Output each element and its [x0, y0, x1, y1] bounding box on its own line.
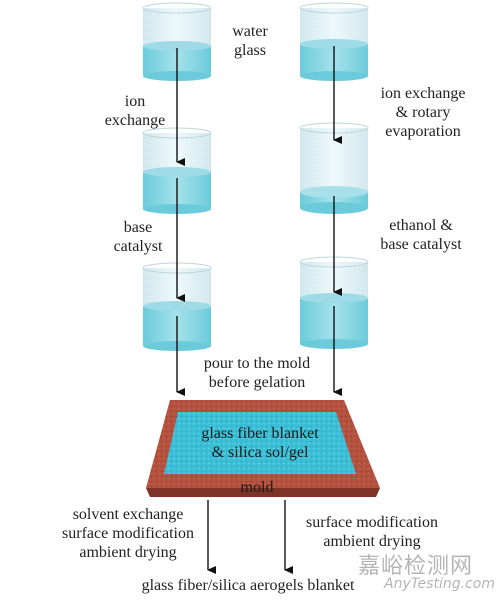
watermark-en: AnyTesting.com — [384, 576, 495, 592]
mold-tray — [146, 400, 380, 497]
label-pour-to-mold: pour to the mold before gelation — [194, 354, 320, 392]
label-pour-line1: pour to the mold — [203, 355, 311, 372]
label-pour-line2: before gelation — [208, 374, 306, 391]
label-right-post-line2: ambient drying — [323, 533, 421, 550]
label-ion-exchange: ion exchange — [95, 92, 175, 130]
label-ion-exchange-line2: exchange — [104, 112, 166, 129]
label-ion-exchange-rotary: ion exchange & rotary evaporation — [368, 84, 478, 141]
label-ethanol-base-line2: base catalyst — [380, 236, 462, 253]
label-ethanol-base: ethanol & base catalyst — [366, 216, 476, 254]
label-water-glass-line1: water — [232, 23, 268, 40]
label-mold-inner: glass fiber blanket & silica sol/gel — [170, 424, 350, 462]
label-mold: mold — [240, 479, 274, 496]
label-water-glass: water glass — [220, 22, 280, 60]
label-base-catalyst-line1: base — [123, 219, 153, 236]
label-right-post: surface modification ambient drying — [292, 513, 452, 551]
label-base-catalyst: base catalyst — [103, 218, 173, 256]
label-ethanol-base-line1: ethanol & — [389, 217, 453, 234]
label-ion-exchange-rotary-line1: ion exchange — [380, 85, 466, 102]
beaker-right-2 — [299, 122, 369, 214]
watermark-cn: 嘉峪检测网 — [358, 554, 474, 579]
label-right-post-line1: surface modification — [306, 514, 438, 531]
label-left-post: solvent exchange surface modification am… — [48, 505, 208, 562]
beaker-left-1 — [142, 2, 212, 81]
label-ion-exchange-rotary-line2: & rotary — [395, 104, 451, 121]
label-final-product: glass fiber/silica aerogels blanket — [141, 577, 355, 594]
label-mold-inner-line1: glass fiber blanket — [201, 425, 319, 442]
label-left-post-line2: surface modification — [62, 525, 194, 542]
label-water-glass-line2: glass — [234, 42, 266, 59]
label-ion-exchange-line1: ion — [124, 93, 146, 110]
label-left-post-line1: solvent exchange — [72, 506, 184, 523]
label-mold-inner-line2: & silica sol/gel — [211, 444, 309, 461]
label-left-post-line3: ambient drying — [79, 544, 177, 561]
label-ion-exchange-rotary-line3: evaporation — [385, 123, 461, 140]
label-base-catalyst-line2: catalyst — [113, 238, 163, 255]
